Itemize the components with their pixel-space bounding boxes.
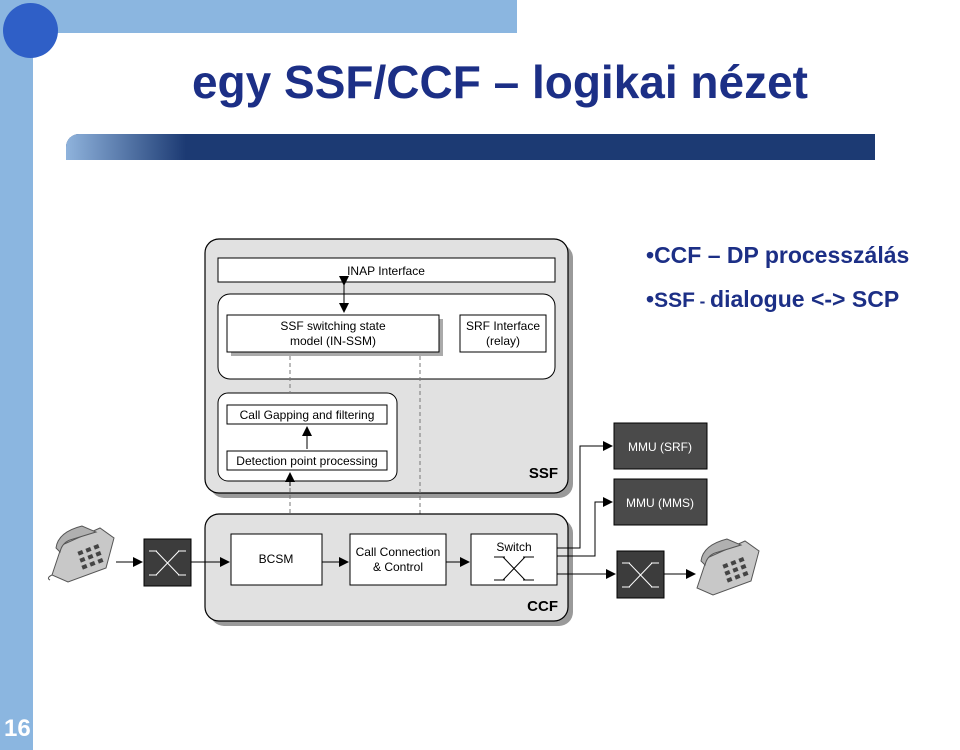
mmu-mms-box: [613, 478, 708, 526]
srf-interface-label-line2: (relay): [486, 334, 520, 348]
inap-interface-box: [217, 257, 556, 283]
title-underline-bar: [66, 134, 875, 160]
bullet-text: CCF – DP processzálás: [654, 242, 910, 268]
call-gapping-box: [226, 404, 388, 425]
mmu-srf-label: MMU (SRF): [628, 440, 692, 454]
slide-title: egy SSF/CCF – logikai nézet: [191, 56, 809, 108]
switch-label: Switch: [496, 540, 531, 554]
call-gapping-label: Call Gapping and filtering: [240, 408, 375, 422]
switch-box: [470, 533, 558, 586]
bullet-item-ccf: •CCF – DP processzálás: [646, 242, 910, 268]
call-connection-label-line1: Call Connection: [356, 545, 441, 559]
phone-right-icon: [696, 538, 760, 596]
detection-point-label: Detection point processing: [236, 454, 377, 468]
left-decor-bar: [0, 0, 33, 750]
call-connection-box: [349, 533, 447, 586]
bullet-rest: dialogue <-> SCP: [710, 286, 900, 312]
switch-to-mmu-srf-link: [557, 441, 613, 549]
mmu-srf-box: [613, 422, 708, 470]
ccf-label: CCF: [527, 598, 558, 615]
left-exchange-symbol: [149, 550, 186, 576]
bullet-item-ssf: •SSF - dialogue <-> SCP: [646, 286, 900, 312]
bullet-dash: -: [694, 292, 711, 311]
page-number: 16: [4, 715, 31, 742]
top-decor-bar: [0, 0, 517, 33]
ssf-state-label-line1: SSF switching state: [280, 319, 386, 333]
inap-interface-label: INAP Interface: [347, 264, 425, 278]
ssf-state-box: [226, 314, 440, 353]
mmu-mms-label: MMU (MMS): [626, 496, 694, 510]
switch-to-mmu-mms-link: [557, 497, 613, 557]
srf-interface-label-line1: SRF Interface: [466, 319, 540, 333]
bullet-list: •CCF – DP processzálás •SSF - dialogue <…: [646, 242, 909, 313]
ssf-state-label-line2: model (IN-SSM): [290, 334, 376, 348]
switch-symbol: [494, 556, 534, 581]
srf-interface-box: [459, 314, 547, 353]
corner-circle: [3, 3, 58, 58]
phone-left-icon: [47, 525, 115, 583]
ssf-label: SSF: [529, 465, 558, 482]
bcsm-box: [230, 533, 323, 586]
bullet-lead: SSF: [654, 289, 695, 312]
bcsm-label: BCSM: [259, 552, 294, 566]
call-connection-label-line2: & Control: [373, 560, 423, 574]
detection-point-box: [226, 450, 388, 471]
right-exchange-symbol: [622, 562, 659, 588]
